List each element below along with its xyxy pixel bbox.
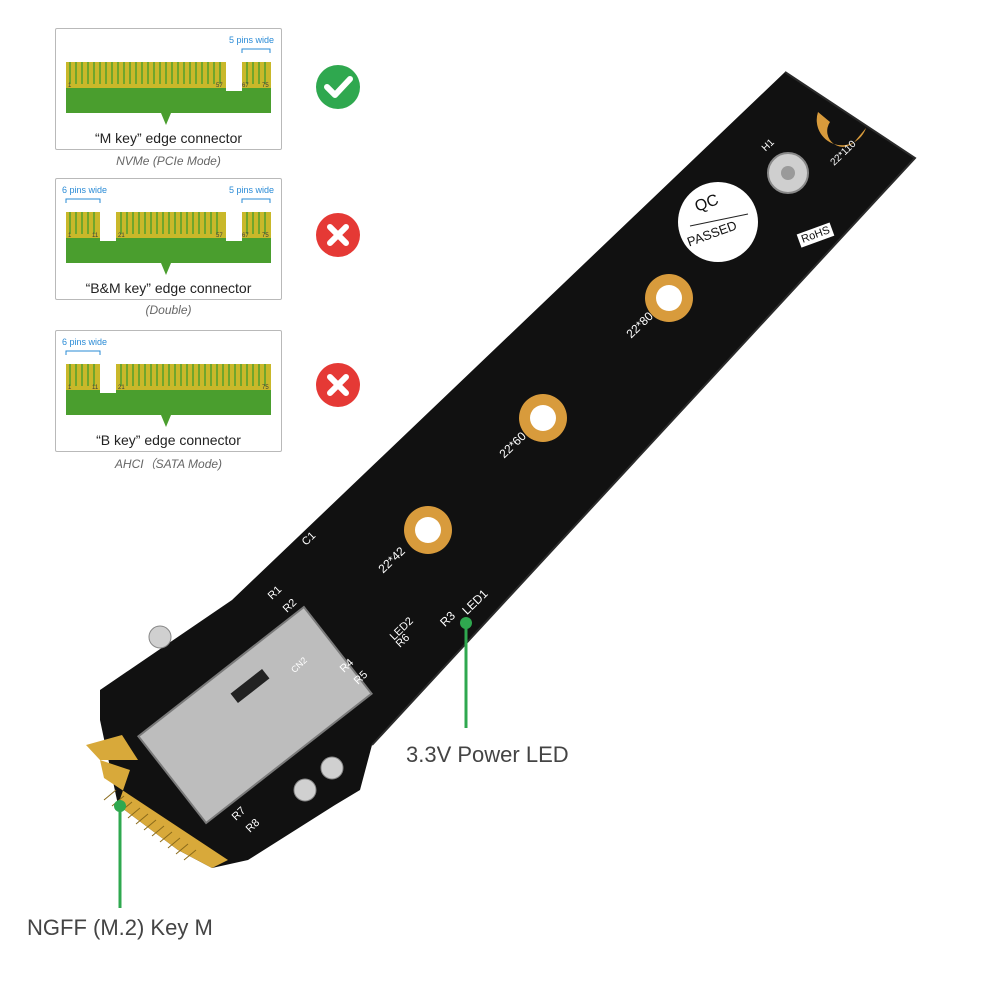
pin-number: 75 [262,83,269,89]
cross-icon [316,363,360,407]
pin-number: 1 [68,385,72,391]
pin-number: 1 [68,83,72,89]
check-icon [316,65,360,109]
m-key-connector-drawing [66,48,271,125]
bm-key-panel: 6 pins wide 5 pins wide 1 11 21 57 67 75… [55,178,282,300]
b-key-connector-drawing [65,350,271,427]
pin-number: 1 [68,233,72,239]
pin-number: 21 [118,385,125,391]
power-led-callout: 3.3V Power LED [406,742,569,767]
cross-icon [316,213,360,257]
bm-key-connector-drawing [65,198,271,275]
b-key-panel: 6 pins wide 1 11 21 75 “B key” edge conn… [55,330,282,452]
bm-key-subtitle: (Double) [145,303,192,317]
pin-number: 67 [242,83,249,89]
m-key-panel: 5 pins wide 1 57 67 75 “M key” edge conn… [55,28,282,150]
b-key-pins-width-label: 6 pins wide [62,337,108,347]
bm-key-right-pins-width-label: 5 pins wide [229,185,275,195]
m-key-subtitle: NVMe (PCIe Mode) [116,154,221,168]
bm-key-label: “B&M key” edge connector [85,280,252,296]
pin-number: 57 [216,233,223,239]
pin-number: 11 [92,233,99,239]
pin-number: 75 [262,385,269,391]
pin-number: 75 [262,233,269,239]
m-key-pins-width-label: 5 pins wide [229,35,275,45]
pin-number: 11 [92,385,99,391]
ngff-callout: NGFF (M.2) Key M [27,915,213,940]
pin-number: 57 [216,83,223,89]
bm-key-left-pins-width-label: 6 pins wide [62,185,108,195]
pin-number: 21 [118,233,125,239]
pin-number: 67 [242,233,249,239]
b-key-subtitle: AHCI（SATA Mode) [114,457,223,471]
b-key-label: “B key” edge connector [96,432,241,448]
m-key-label: “M key” edge connector [94,130,243,146]
